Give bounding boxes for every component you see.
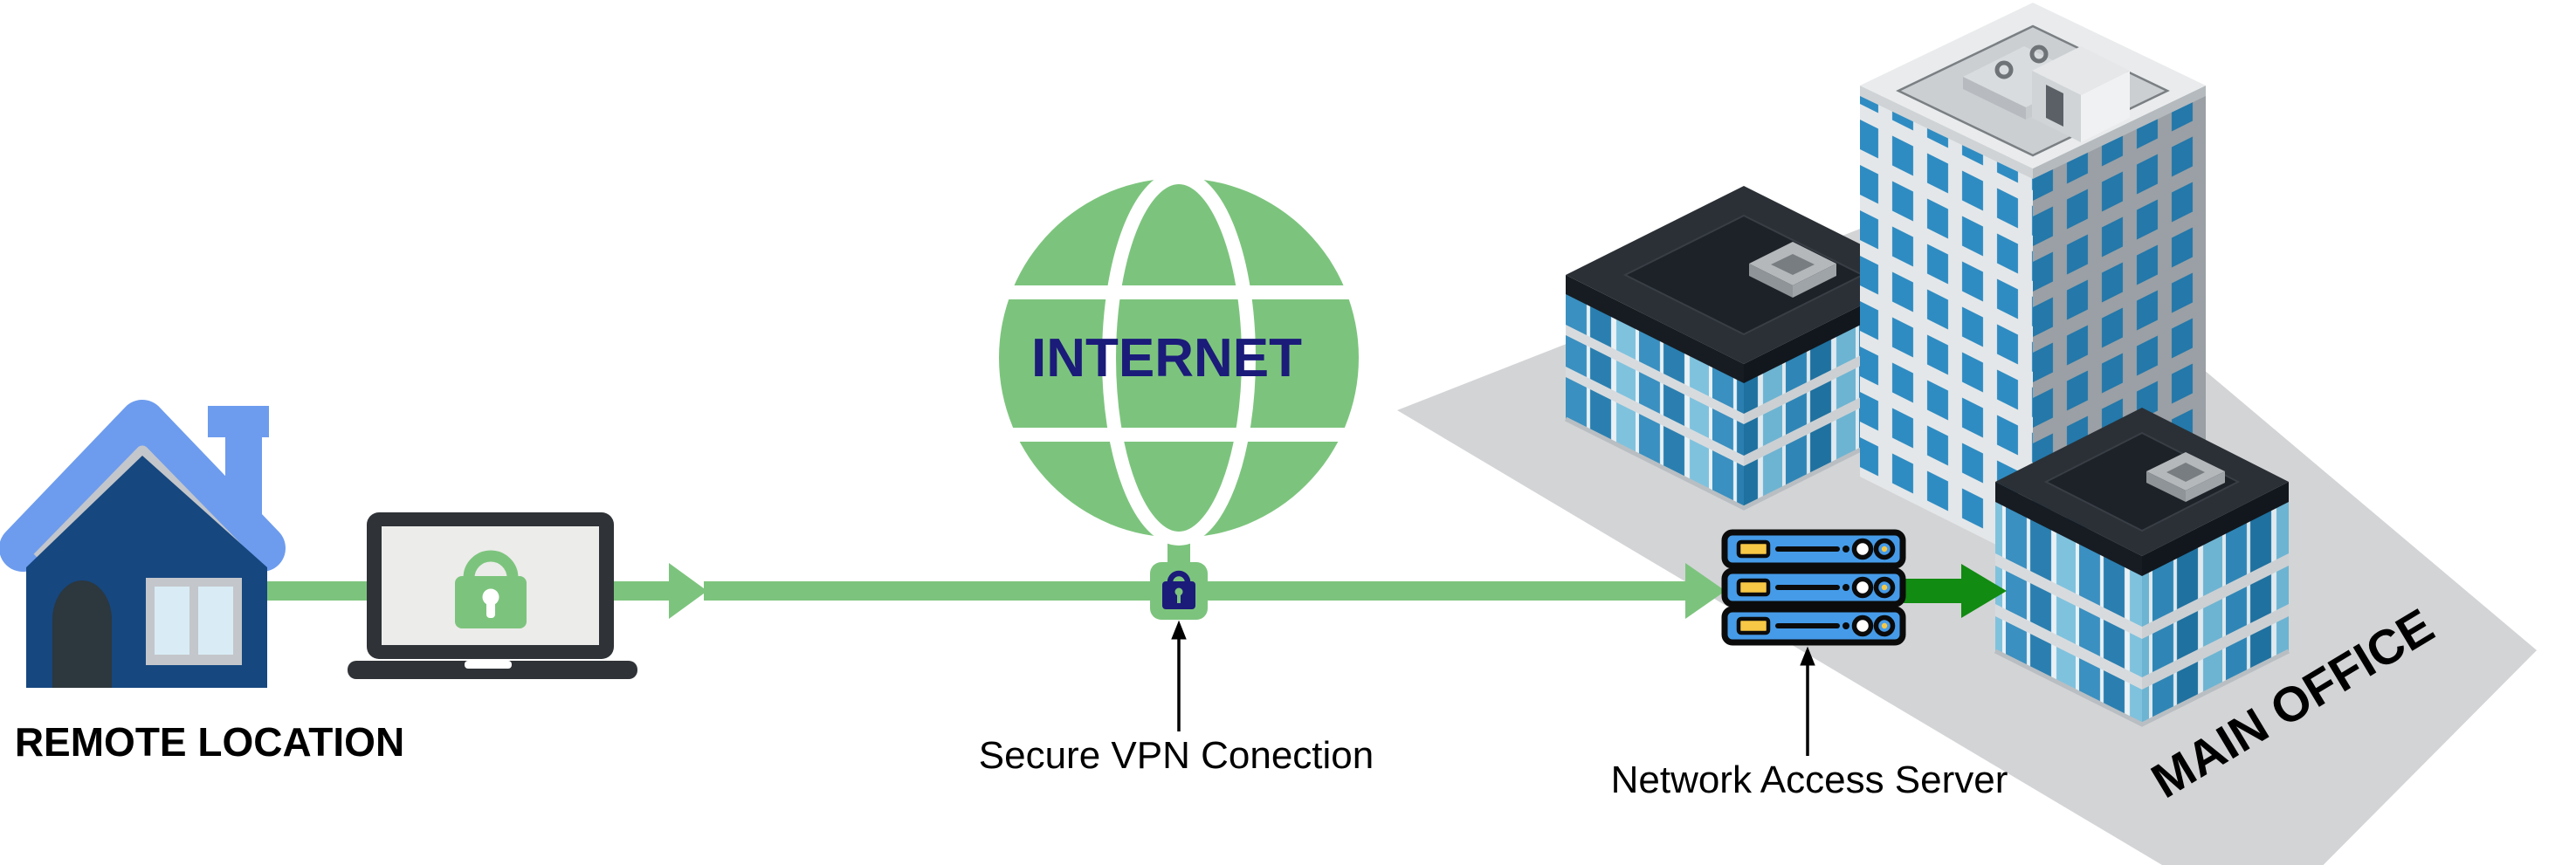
penthouse-door: [2046, 85, 2063, 127]
link-vpn-to-servers: [1200, 581, 1687, 601]
internet-globe-icon: INTERNET: [994, 170, 1364, 572]
server-stack-icon: [1721, 529, 1906, 646]
link-house-to-laptop: [262, 581, 370, 601]
link-to-vpn-lock: [704, 581, 1158, 601]
tower-left-face: [1860, 90, 2033, 563]
arrowhead-icon: [669, 563, 707, 619]
arrowhead-icon: [1800, 646, 1815, 666]
house-roof: [0, 400, 286, 572]
arrowhead-icon: [1171, 620, 1187, 640]
server-unit: [1721, 606, 1906, 646]
server-unit: [1721, 567, 1906, 608]
arrowhead-icon: [1685, 563, 1725, 619]
internet-label: INTERNET: [1031, 328, 1302, 388]
network-access-server-label: Network Access Server: [1611, 759, 2008, 801]
house-door: [52, 580, 112, 688]
secure-lock-icon: [455, 550, 527, 628]
roof-vent-icon: [1749, 242, 1836, 298]
roof-vent-icon: [2146, 452, 2225, 502]
rooftop-penthouse-icon: [2032, 46, 2130, 142]
laptop-lock-icon: [348, 512, 637, 679]
office-building-right: [1994, 408, 2290, 727]
remote-location-label: REMOTE LOCATION: [15, 719, 404, 765]
building-left-face: [1566, 288, 1744, 508]
link-laptop-out: [611, 581, 671, 601]
server-unit: [1721, 529, 1906, 569]
vpn-padlock-icon: [1150, 562, 1208, 620]
arrow-servers-to-office: [1904, 564, 2007, 618]
callout-arrows: [1171, 620, 1815, 756]
laptop-base: [348, 661, 637, 679]
vpn-connection-label: Secure VPN Conection: [979, 734, 1374, 777]
house-icon: [0, 400, 286, 688]
vpn-link-line: [262, 563, 1725, 619]
